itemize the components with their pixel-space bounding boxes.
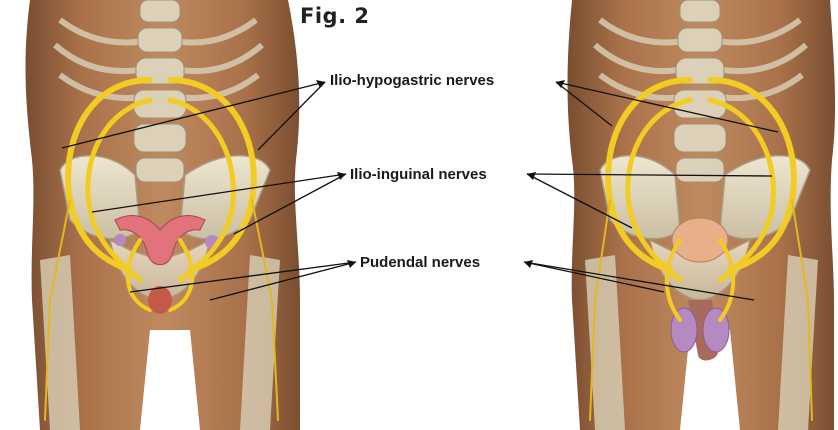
label-pudendal-nerves: Pudendal nerves (360, 254, 480, 271)
label-iliohypogastric-nerves: Ilio-hypogastric nerves (330, 72, 494, 89)
female-genitalia (148, 286, 172, 314)
label-ilioinguinal-nerves: Ilio-inguinal nerves (350, 166, 487, 183)
figure-label: Fig. 2 (300, 4, 369, 28)
female-figure (26, 0, 300, 430)
